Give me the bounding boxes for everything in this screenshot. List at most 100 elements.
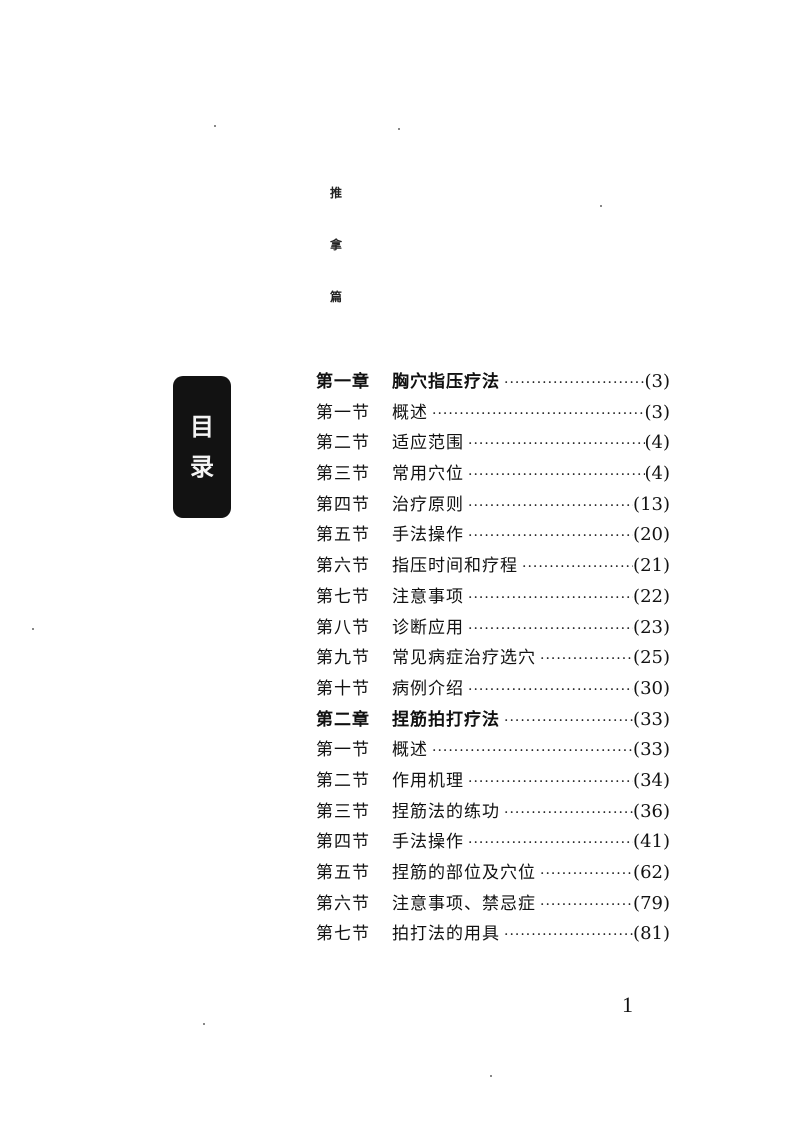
scan-speck [398, 128, 400, 130]
toc-entry-page: (33) [633, 708, 670, 730]
toc-leader-dots [468, 774, 633, 790]
toc-leader-dots [468, 498, 633, 514]
toc-chapter-row: 第一章 胸穴指压疗法 (3) [316, 367, 670, 398]
toc-section-row: 第六节 注意事项、禁忌症 (79) [316, 889, 670, 920]
toc-entry-number: 第五节 [316, 525, 370, 546]
toc-entry-page: (3) [644, 401, 671, 423]
toc-section-row: 第十节 病例介绍 (30) [316, 674, 670, 705]
toc-entry-title: 注意事项、禁忌症 [392, 893, 536, 914]
toc-entry-title: 病例介绍 [392, 678, 464, 699]
toc-leader-dots [468, 436, 645, 452]
toc-entry-number: 第二节 [316, 770, 370, 791]
section-title-char: 推 [329, 186, 342, 200]
toc-entry-page: (3) [644, 371, 671, 392]
toc-entry-number: 第五节 [316, 863, 370, 883]
toc-leader-dots [540, 897, 633, 913]
toc-entry-number: 第二节 [316, 433, 370, 454]
table-of-contents: 第一章胸穴指压疗法(3)第一节概述(3)第二节适应范围(4)第三节常用穴位(4)… [316, 367, 670, 950]
contents-label-char: 目 [190, 413, 214, 441]
toc-entry-title: 常用穴位 [392, 464, 464, 485]
toc-entry-title: 注意事项 [392, 586, 464, 607]
toc-entry-title: 诊断应用 [392, 617, 464, 638]
toc-section-row: 第二节 适应范围 (4) [316, 428, 670, 459]
toc-entry-title: 拍打法的用具 [392, 924, 500, 945]
toc-entry-number: 第九节 [316, 648, 370, 669]
toc-entry-title: 概述 [392, 740, 428, 761]
toc-leader-dots [504, 375, 645, 391]
toc-leader-dots [468, 528, 633, 544]
toc-leader-dots [540, 866, 633, 882]
toc-entry-page: (23) [633, 616, 670, 638]
toc-entry-page: (20) [633, 524, 670, 546]
section-title-char: 篇 [329, 290, 342, 304]
toc-entry-number: 第六节 [316, 893, 370, 914]
toc-leader-dots [540, 651, 633, 667]
toc-section-row: 第五节 捏筋的部位及穴位 (62) [316, 858, 670, 889]
toc-entry-page: (21) [633, 555, 670, 577]
toc-entry-page: (22) [633, 585, 670, 607]
toc-leader-dots [504, 927, 633, 943]
toc-leader-dots [504, 713, 633, 729]
scan-speck [32, 628, 34, 630]
section-title-vertical: 推 拿 篇 [326, 186, 346, 342]
toc-entry-page: (13) [633, 493, 670, 515]
toc-leader-dots [468, 682, 633, 698]
toc-entry-title: 胸穴指压疗法 [392, 372, 500, 392]
toc-leader-dots [432, 406, 645, 422]
toc-entry-number: 第一章 [316, 372, 370, 392]
toc-leader-dots [522, 559, 633, 575]
toc-section-row: 第四节 手法操作 (41) [316, 827, 670, 858]
toc-entry-number: 第七节 [316, 586, 370, 607]
toc-entry-number: 第四节 [316, 832, 370, 853]
toc-entry-page: (4) [644, 432, 671, 454]
toc-entry-number: 第八节 [316, 617, 370, 638]
toc-section-row: 第一节 概述 (33) [316, 735, 670, 766]
toc-leader-dots [468, 621, 633, 637]
scan-speck [214, 125, 216, 127]
toc-leader-dots [468, 467, 645, 483]
toc-entry-title: 捏筋拍打疗法 [392, 709, 500, 730]
toc-entry-page: (62) [633, 862, 670, 883]
toc-entry-title: 指压时间和疗程 [392, 556, 518, 577]
toc-entry-number: 第二章 [316, 709, 370, 730]
toc-entry-title: 手法操作 [392, 832, 464, 853]
scan-speck [600, 205, 602, 207]
toc-entry-page: (41) [633, 831, 670, 853]
contents-tab-label: 目 录 [173, 376, 231, 518]
toc-entry-number: 第六节 [316, 556, 370, 577]
toc-entry-number: 第一节 [316, 402, 370, 423]
toc-entry-page: (4) [644, 463, 671, 485]
contents-label-char: 录 [190, 453, 214, 481]
toc-entry-page: (79) [633, 892, 670, 914]
toc-entry-title: 适应范围 [392, 433, 464, 454]
toc-entry-page: (30) [633, 677, 670, 699]
scan-speck [490, 1075, 492, 1077]
toc-entry-title: 常见病症治疗选穴 [392, 648, 536, 669]
toc-entry-title: 捏筋法的练功 [392, 801, 500, 822]
toc-leader-dots [504, 805, 633, 821]
toc-leader-dots [468, 590, 633, 606]
toc-section-row: 第六节 指压时间和疗程 (21) [316, 551, 670, 582]
toc-section-row: 第三节 常用穴位 (4) [316, 459, 670, 490]
toc-entry-number: 第三节 [316, 464, 370, 485]
toc-entry-number: 第一节 [316, 740, 370, 761]
page-number: 1 [622, 992, 633, 1017]
toc-chapter-row: 第二章 捏筋拍打疗法 (33) [316, 705, 670, 736]
toc-entry-number: 第三节 [316, 801, 370, 822]
toc-entry-number: 第四节 [316, 494, 370, 515]
toc-entry-title: 作用机理 [392, 770, 464, 791]
toc-entry-page: (33) [633, 739, 670, 761]
toc-section-row: 第七节 注意事项 (22) [316, 582, 670, 613]
toc-entry-number: 第十节 [316, 678, 370, 699]
scan-speck [203, 1023, 205, 1025]
toc-leader-dots [432, 743, 633, 759]
toc-entry-title: 捏筋的部位及穴位 [392, 863, 536, 883]
toc-entry-title: 治疗原则 [392, 494, 464, 515]
toc-section-row: 第四节 治疗原则 (13) [316, 490, 670, 521]
